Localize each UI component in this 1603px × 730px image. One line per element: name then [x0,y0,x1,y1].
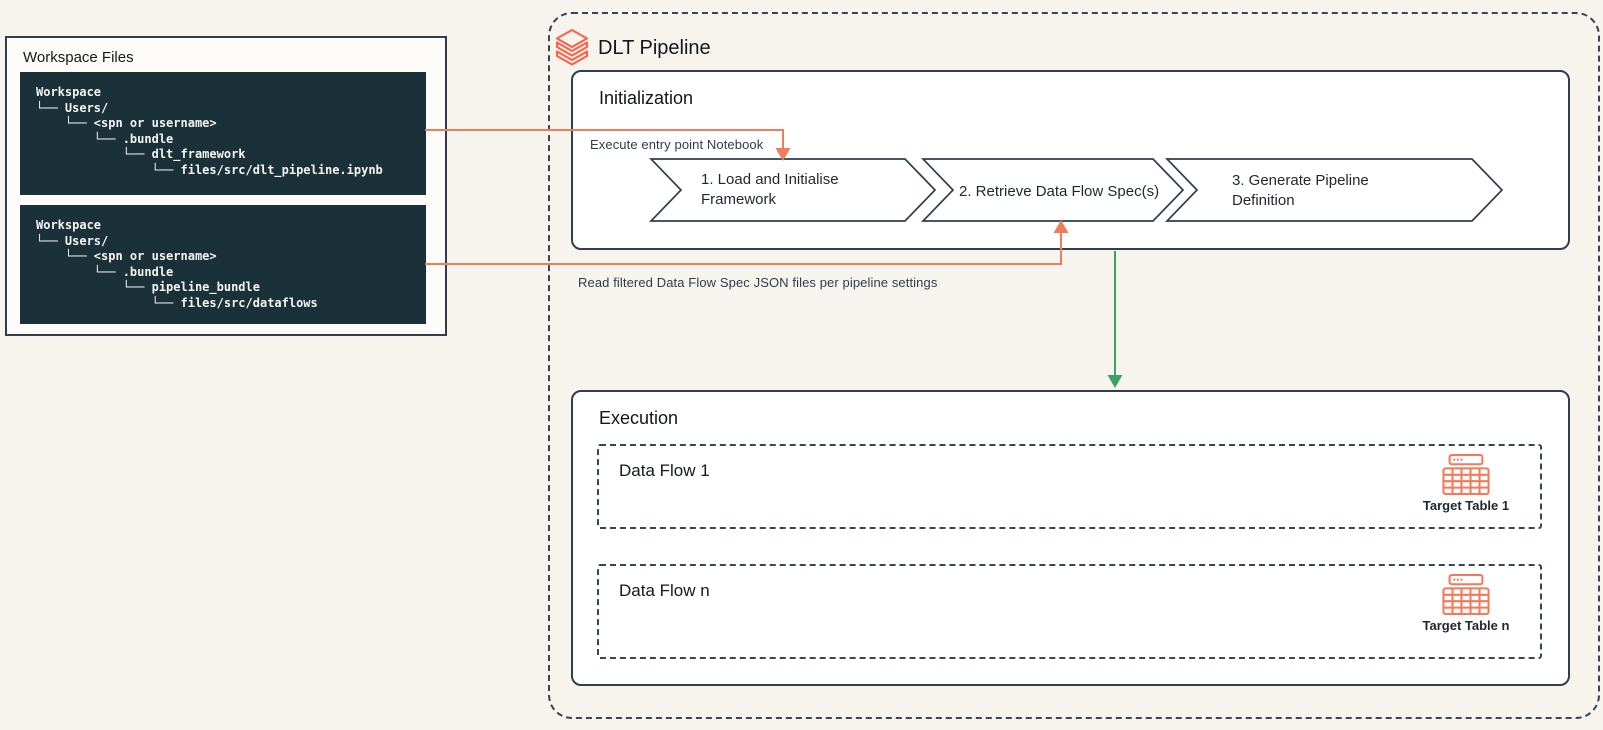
databricks-layers-icon [555,28,589,66]
table-icon [1442,454,1490,495]
dlt-pipeline-title: DLT Pipeline [598,37,711,59]
framework-bundle-file-tree: Workspace └── Users/ └── <spn or usernam… [20,72,426,195]
target-table-n-label: Target Table n [1422,618,1510,633]
execution-title: Execution [599,408,679,428]
step-1-label: 1. Load and Initialise Framework [701,171,839,208]
table-icon [1442,574,1490,615]
data-flow-1-box: Data Flow 1 Target Table 1 [597,444,1542,529]
step-2-chevron [920,158,1185,222]
initialization-title: Initialization [599,88,694,108]
step-3-label: 3. Generate Pipeline Definition [1232,172,1369,209]
dlt-pipeline-container [548,12,1600,719]
target-table-1-label: Target Table 1 [1422,498,1510,513]
workspace-files-box: Workspace Files Workspace └── Users/ └──… [5,36,447,336]
step-2-label: 2. Retrieve Data Flow Spec(s) [959,183,1160,200]
data-flow-1-label: Data Flow 1 [619,461,710,480]
read-dataflow-spec-note: Read filtered Data Flow Spec JSON files … [578,275,938,290]
execution-panel: Execution Data Flow 1 Target Table 1 [571,390,1570,686]
pipeline-bundle-file-tree: Workspace └── Users/ └── <spn or usernam… [20,205,426,324]
target-table-n: Target Table n [1406,574,1526,633]
initialization-steps-chevrons [648,158,1504,222]
data-flow-n-box: Data Flow n Target Table n [597,564,1542,659]
step-3-chevron [1164,158,1504,222]
execute-entry-point-note: Execute entry point Notebook [590,137,764,152]
data-flow-n-label: Data Flow n [619,581,710,600]
step-1-chevron [648,158,937,222]
target-table-1: Target Table 1 [1406,454,1526,513]
workspace-files-title: Workspace Files [23,49,134,66]
